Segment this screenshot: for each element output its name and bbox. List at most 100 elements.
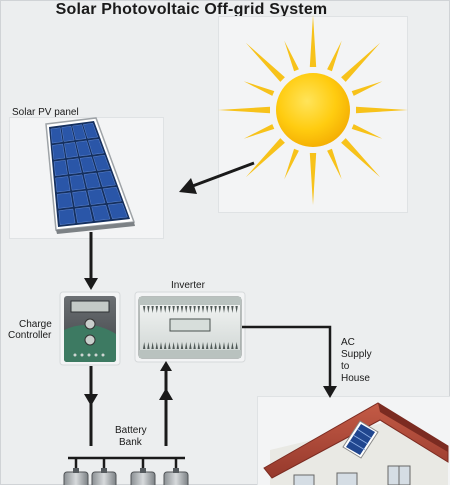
battery-bank-label-line-1: Battery xyxy=(115,425,147,436)
solar-cell xyxy=(102,186,122,203)
sunlight-arrow xyxy=(179,161,255,194)
solar-cell xyxy=(69,174,86,191)
solar-pv-panel-label: Solar PV panel xyxy=(12,107,79,118)
inverter-icon xyxy=(134,291,246,363)
inverter-fin xyxy=(222,306,226,313)
inverter-fin xyxy=(147,342,150,349)
inverter-fin xyxy=(164,306,167,313)
battery-icon xyxy=(163,458,189,485)
inverter-fin xyxy=(151,342,154,349)
inverter-fin xyxy=(218,342,221,349)
solar-cell xyxy=(64,142,79,158)
inverter-fin xyxy=(235,306,238,313)
solar-cell xyxy=(74,206,93,223)
inverter-fin xyxy=(227,342,230,349)
sun-ray xyxy=(243,124,275,139)
inverter-fin xyxy=(155,342,158,349)
solar-cell xyxy=(56,192,73,209)
solar-cell xyxy=(83,172,101,189)
solar-cell xyxy=(66,158,82,175)
battery-bank-icons xyxy=(63,458,189,485)
inverter-fin xyxy=(210,342,213,349)
inverter-fin xyxy=(164,342,167,349)
inverter-fin xyxy=(180,342,184,349)
sun-ray xyxy=(327,40,342,72)
battery-icon xyxy=(63,458,89,485)
solar-cell xyxy=(55,176,71,193)
inverter-fin xyxy=(155,306,158,313)
inverter-fins xyxy=(143,306,238,349)
solar-panel-icon xyxy=(45,117,136,234)
sun-icon xyxy=(218,15,408,205)
sun-ray xyxy=(243,81,275,96)
ac-supply-label-line-1: AC xyxy=(341,337,355,348)
sun-rays xyxy=(218,15,408,205)
solar-panel-cells xyxy=(50,122,128,225)
charge-controller-icon xyxy=(59,291,121,366)
inverter-fin xyxy=(189,342,192,349)
solar-cell xyxy=(50,127,63,144)
inverter-fin xyxy=(201,306,205,313)
inverter-label: Inverter xyxy=(171,280,205,291)
controller-to-battery-arrowhead xyxy=(84,394,98,406)
solar-cell xyxy=(72,190,90,207)
inverter-fin xyxy=(172,306,175,313)
sun-ray xyxy=(284,40,299,72)
solar-cell xyxy=(91,204,111,221)
solar-cell xyxy=(82,122,99,139)
ac-supply-label-line-3: to xyxy=(341,361,350,372)
inverter-fin xyxy=(176,342,179,349)
inverter-fin xyxy=(206,306,209,313)
sun-ray xyxy=(351,124,383,139)
solar-cell xyxy=(92,154,110,171)
inverter-fin xyxy=(172,342,175,349)
inverter-fin xyxy=(222,342,226,349)
inverter-fin xyxy=(180,306,184,313)
inverter-to-house-wire xyxy=(242,325,332,388)
inverter-fin xyxy=(218,306,221,313)
inverter-fin xyxy=(151,306,154,313)
battery-to-inverter-tip xyxy=(160,361,172,371)
sun-ray xyxy=(309,153,317,205)
inverter-fin xyxy=(235,342,238,349)
sun-ray xyxy=(218,106,270,114)
charge-controller-label-line-1: Charge xyxy=(19,319,52,330)
inverter-fin xyxy=(176,306,179,313)
inverter-fin xyxy=(206,342,209,349)
diagram-title: Solar Photovoltaic Off-grid System xyxy=(55,1,328,18)
solar-cell xyxy=(52,143,66,160)
battery-icon xyxy=(91,458,117,485)
inverter-fin xyxy=(231,306,234,313)
inverter-fin xyxy=(168,306,171,313)
inverter-fin xyxy=(193,342,196,349)
sun-ray xyxy=(356,106,408,114)
battery-to-inverter-arrowhead xyxy=(159,388,173,400)
inverter-fin xyxy=(197,342,200,349)
solar-cell xyxy=(58,208,76,225)
inverter-fin xyxy=(193,306,196,313)
inverter-fin xyxy=(189,306,192,313)
house-icon xyxy=(263,402,449,485)
sun-ray xyxy=(245,138,285,178)
sun-ray xyxy=(245,42,285,82)
sun-ray xyxy=(284,148,299,180)
solar-cell xyxy=(53,160,68,176)
solar-cell xyxy=(87,138,105,155)
inverter-fin xyxy=(231,342,234,349)
inverter-fin xyxy=(185,306,188,313)
inverter-fin xyxy=(201,342,205,349)
roof-solar-panel-icon xyxy=(342,420,379,459)
inverter-fin xyxy=(197,306,200,313)
inverter-fin xyxy=(210,306,213,313)
battery-bank-label-line-2: Bank xyxy=(119,437,142,448)
solar-cell xyxy=(107,203,128,219)
inverter-fin xyxy=(214,306,217,313)
inverter-fin xyxy=(159,306,163,313)
sun-ray xyxy=(341,138,381,178)
sun-ray xyxy=(351,81,383,96)
solar-cell xyxy=(97,170,116,187)
inverter-fin xyxy=(185,342,188,349)
ac-supply-label-line-2: Supply xyxy=(341,349,372,360)
inverter-fin xyxy=(143,342,146,349)
